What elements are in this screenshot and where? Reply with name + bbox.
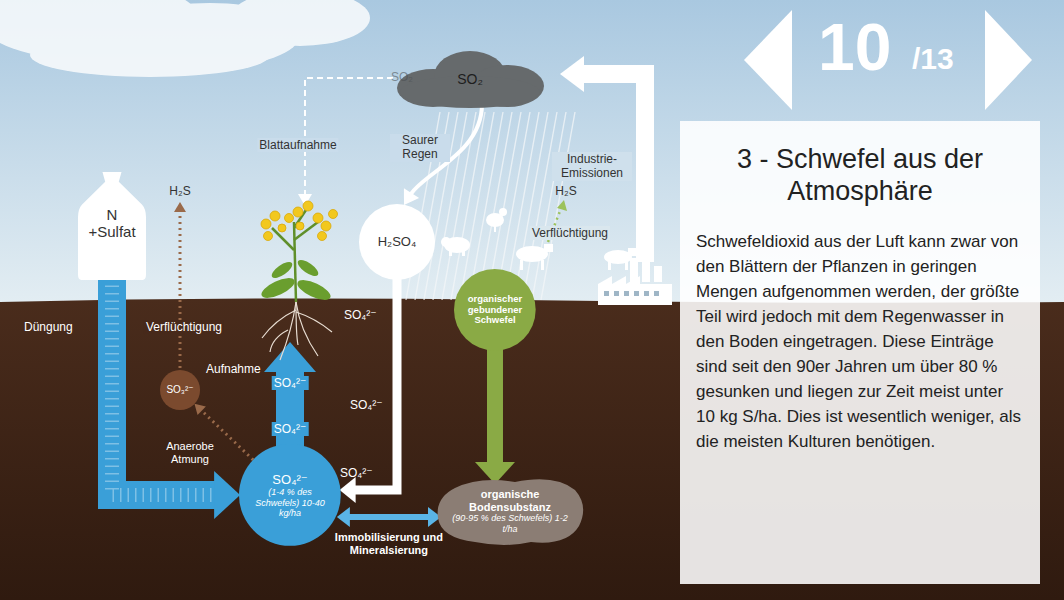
diagram-label: SO₄²⁻ [272, 422, 309, 436]
node-content: 3 - Schwefel aus der AtmosphäreSchwefeld… [696, 121, 1024, 455]
node-content: SO₄²⁻(1-4 % des Schwefels) 10-40 kg/ha [254, 472, 326, 519]
diagram-label: Verflüchtigung [530, 226, 610, 240]
node-content: SO₂ [440, 71, 500, 88]
rain-stroke [514, 112, 548, 300]
node-label: 3 - Schwefel aus der Atmosphäre [696, 143, 1024, 208]
diagram-label: Industrie-Emissionen [552, 152, 632, 181]
leaf-uptake-line [305, 78, 393, 196]
diagram-label: 10 [818, 14, 891, 80]
nav-prev [744, 10, 792, 110]
node-content: N +Sulfat [86, 206, 138, 241]
fertilizer-bag: N +Sulfat [78, 172, 146, 280]
volatilisation-right-head [557, 200, 567, 211]
sulfite-circle: SO₃²⁻ [160, 370, 200, 410]
node-detail: Schwefeldioxid aus der Luft kann zwar vo… [696, 230, 1024, 455]
emission-arrow-head [560, 56, 584, 92]
node-content: H₂SO₄ [367, 234, 427, 250]
factory [598, 258, 672, 305]
mineralisation-arrow [475, 349, 515, 484]
node-label: organischer gebundener Schwefel [462, 294, 528, 327]
soil-organic-matter: organische Bodensubstanz(90-95 % des Sch… [435, 476, 585, 546]
node-detail: (1-4 % des Schwefels) 10-40 kg/ha [254, 487, 326, 518]
nav-next [985, 10, 1032, 110]
arrow-head [194, 404, 205, 415]
diagram-label: Anaerobe Atmung [159, 440, 221, 465]
diagram-label: SO₄²⁻ [272, 376, 309, 390]
cloud: SO₂ [395, 50, 545, 108]
diagram-label: Verflüchtigung [144, 320, 224, 334]
node-label: H₂SO₄ [378, 234, 417, 250]
animals [441, 208, 636, 270]
plant-flowers [261, 201, 338, 241]
acid-circle: H₂SO₄ [359, 204, 435, 280]
leaching-arrow [340, 279, 397, 503]
node-content: organische Bodensubstanz(90-95 % des Sch… [444, 488, 576, 534]
node-detail: (90-95 % des Schwefels) 1-2 t/ha [444, 513, 576, 534]
rain-stroke [523, 112, 557, 300]
rain-stroke [532, 112, 566, 300]
diagram-label: H₂S [555, 184, 576, 198]
fertilizer-arrow [112, 278, 240, 519]
diagram-label: Saurer Regen [390, 134, 450, 162]
sky-clouds [0, 0, 370, 77]
node-content: organischer gebundener Schwefel [462, 294, 528, 327]
node-content: SO₃²⁻ [163, 384, 197, 396]
node-label: organische Bodensubstanz [444, 488, 576, 513]
arrow-head [340, 477, 356, 503]
diagram-label: /13 [912, 44, 954, 74]
diagram-label: Düngung [24, 320, 73, 334]
organic-sulfur-circle: organischer gebundener Schwefel [454, 269, 536, 351]
diagram-label: SO₄²⁻ [344, 308, 377, 322]
connector-line [349, 514, 429, 520]
diagram-label: Blattaufnahme [257, 138, 338, 152]
connector-line [201, 410, 253, 460]
diagram-label: SO₄²⁻ [340, 466, 373, 480]
plant-roots [262, 302, 332, 360]
factory-windows [604, 291, 659, 296]
connector-line [487, 349, 503, 463]
diagram-label: H₂S [169, 184, 190, 198]
volatilisation-left [179, 210, 182, 368]
node-label: SO₄²⁻ [272, 472, 307, 488]
arrow-head [337, 507, 350, 527]
diagram-label: SO₄²⁻ [350, 398, 383, 412]
node-label: N +Sulfat [86, 206, 138, 241]
info-panel: 3 - Schwefel aus der AtmosphäreSchwefeld… [680, 121, 1040, 584]
plant-leaves [259, 257, 334, 304]
diagram-label: Aufnahme [206, 362, 261, 376]
volatilisation-left-head [174, 202, 186, 212]
sulfate-pool-circle: SO₄²⁻(1-4 % des Schwefels) 10-40 kg/ha [239, 444, 341, 546]
edge-label: Immobilisierung und Mineralsierung [327, 531, 451, 557]
arrow-head [214, 471, 240, 519]
rain-stroke [505, 112, 539, 300]
node-label: SO₂ [457, 71, 483, 88]
node-label: SO₃²⁻ [166, 384, 193, 396]
rain-stroke [541, 112, 575, 300]
exchange-arrow [337, 507, 441, 527]
diagram-label: SO₂ [391, 70, 413, 84]
